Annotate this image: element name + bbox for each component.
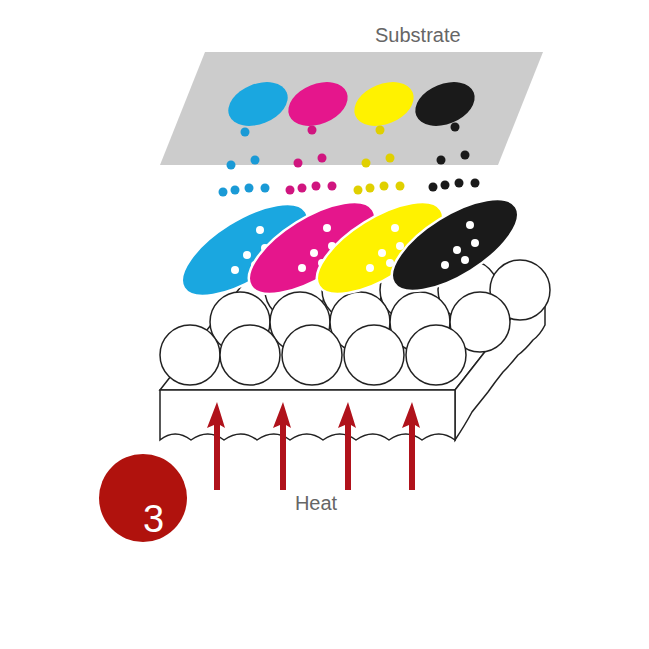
- heat-arrow: [402, 402, 420, 490]
- dye-dot: [441, 181, 450, 190]
- sphere: [160, 325, 220, 385]
- vapor-dot: [243, 251, 251, 259]
- part-label: Substrate: [375, 24, 461, 47]
- dye-dot: [261, 184, 270, 193]
- dye-dot: [366, 184, 375, 193]
- heat-arrow: [207, 402, 225, 490]
- dye-dot: [471, 179, 480, 188]
- node-shape: [150, 18, 550, 168]
- dye-dot: [318, 154, 327, 163]
- callout-number: 3: [143, 498, 164, 541]
- vapor-dot: [310, 249, 318, 257]
- dye-dot: [312, 182, 321, 191]
- dye-dot: [376, 126, 385, 135]
- dye-dot: [437, 156, 446, 165]
- dye-dot: [245, 184, 254, 193]
- sphere: [406, 325, 466, 385]
- ink-spot: [222, 74, 294, 134]
- dye-dot: [231, 186, 240, 195]
- heat-label: Heat: [295, 492, 337, 515]
- dye-dot: [455, 179, 464, 188]
- ink-ribbon: [378, 181, 532, 308]
- dye-dot: [251, 156, 260, 165]
- sphere: [282, 325, 342, 385]
- dye-dot: [429, 183, 438, 192]
- dye-dot: [451, 123, 460, 132]
- substrate-plate: Substrate: [150, 18, 550, 168]
- sphere: [220, 325, 280, 385]
- dye-dot: [286, 186, 295, 195]
- vapor-dot: [441, 261, 449, 269]
- dye-dot: [219, 188, 228, 197]
- vapor-dot: [391, 224, 399, 232]
- vapor-dot: [366, 264, 374, 272]
- vapor-dot: [461, 256, 469, 264]
- dye-dot: [386, 154, 395, 163]
- dye-dot: [396, 182, 405, 191]
- dye-dot: [308, 126, 317, 135]
- dye-dot: [354, 186, 363, 195]
- vapor-dot: [378, 249, 386, 257]
- vapor-dot: [471, 239, 479, 247]
- substrate-shape: [160, 52, 543, 165]
- vapor-dot: [396, 242, 404, 250]
- ink-spot: [348, 74, 420, 134]
- ink-spot: [282, 74, 354, 134]
- vapor-dot: [453, 246, 461, 254]
- dye-dot: [380, 182, 389, 191]
- dye-dot: [241, 128, 250, 137]
- dye-dot: [328, 182, 337, 191]
- step-number-circle: 3: [99, 454, 187, 542]
- sphere: [344, 325, 404, 385]
- vapor-dot: [256, 226, 264, 234]
- ink-spot: [409, 74, 481, 134]
- vapor-dot: [231, 266, 239, 274]
- vapor-dot: [466, 221, 474, 229]
- dye-dot: [227, 161, 236, 170]
- dye-dot: [298, 184, 307, 193]
- circle-shape: [99, 454, 187, 542]
- heat-arrow: [273, 402, 291, 490]
- dye-dot: [294, 159, 303, 168]
- heat-arrow: [338, 402, 356, 490]
- vapor-dot: [323, 224, 331, 232]
- dye-dot: [362, 159, 371, 168]
- vapor-dot: [298, 264, 306, 272]
- dye-dot: [461, 151, 470, 160]
